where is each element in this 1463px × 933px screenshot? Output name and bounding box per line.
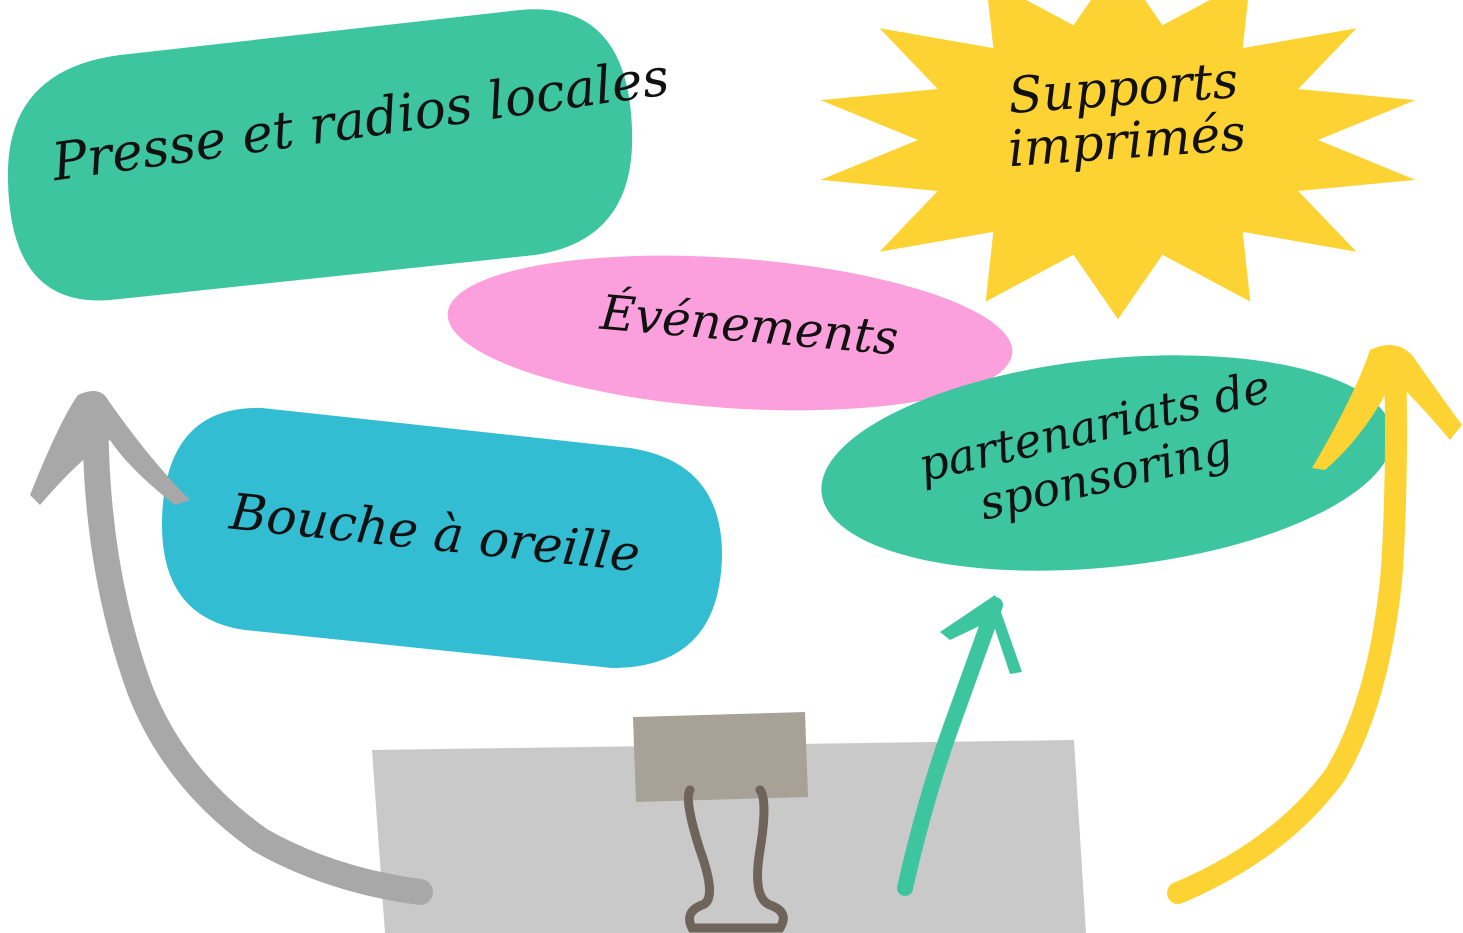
- evenements-ellipse-shape: [447, 255, 1013, 411]
- partenariats-ellipse-shape: [821, 355, 1393, 571]
- supports-starburst-shape: [820, 0, 1416, 320]
- bouche-rounded-shape: [161, 407, 722, 668]
- arrow-gray-head: [30, 391, 190, 505]
- binder-clip-body: [633, 712, 808, 802]
- arrow-green-head: [940, 595, 1022, 674]
- arrow-yellow-to-supports: [1167, 349, 1407, 904]
- presse-rounded-shape: [7, 9, 633, 301]
- supports-label: Supports imprimés: [987, 51, 1264, 178]
- binder-clip-wire: [683, 785, 788, 933]
- arrow-green-to-partenariats: [897, 597, 1003, 896]
- arrow-gray-to-presse: [81, 392, 433, 905]
- arrow-yellow-head: [1312, 345, 1462, 470]
